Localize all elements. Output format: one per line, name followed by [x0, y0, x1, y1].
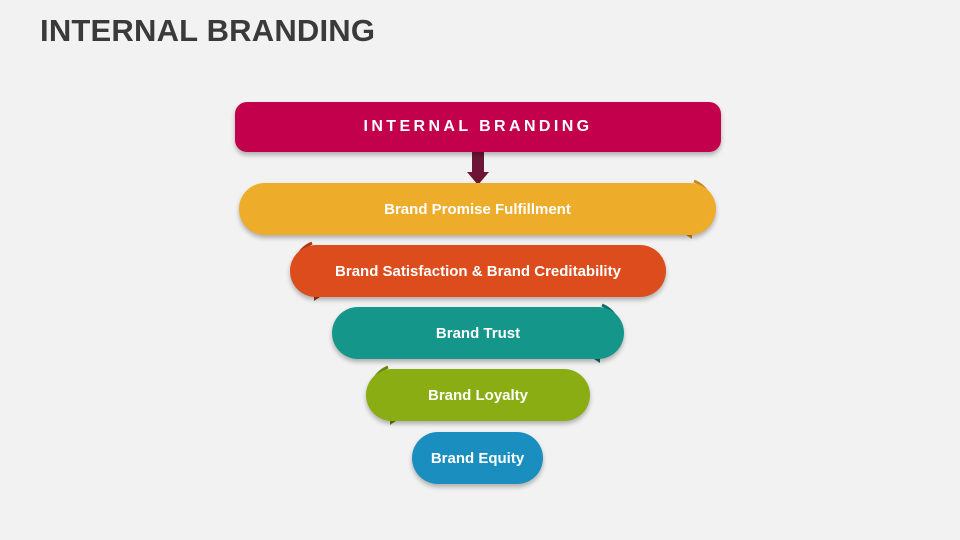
level-brand-trust: Brand Trust — [332, 307, 624, 359]
header-box: INTERNAL BRANDING — [235, 102, 721, 152]
down-arrow-icon — [467, 152, 489, 185]
page-title: INTERNAL BRANDING — [40, 13, 376, 48]
level-brand-equity: Brand Equity — [412, 432, 543, 484]
level-brand-loyalty: Brand Loyalty — [366, 369, 590, 421]
level-brand-satisfaction: Brand Satisfaction & Brand Creditability — [290, 245, 666, 297]
level-brand-promise-fulfillment: Brand Promise Fulfillment — [239, 183, 716, 235]
